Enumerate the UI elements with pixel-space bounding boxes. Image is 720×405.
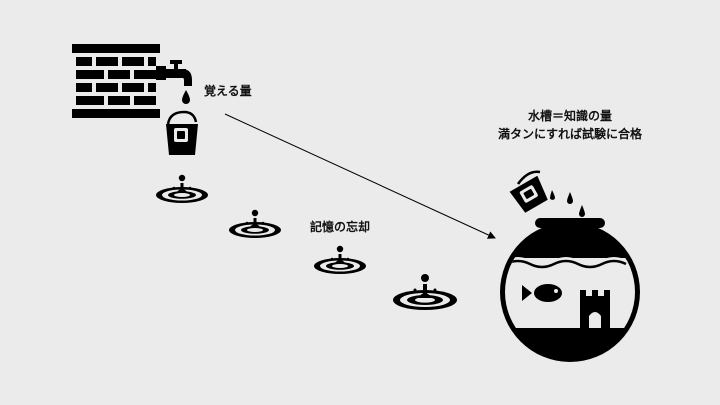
fishbowl-icon [500,218,640,362]
paint-bucket-icon [166,110,198,155]
forgetting-label: 記憶の忘却 [310,220,371,234]
water-splash-icon [156,174,208,203]
water-splash-icon [229,209,281,238]
fish-icon [522,284,562,302]
pouring-bucket-icon [509,170,585,217]
memorize-amount-label: 覚える量 [204,84,252,98]
brick-wall-icon [72,44,160,118]
faucet-icon [156,60,192,86]
arrow-icon [224,113,496,239]
water-drop-icon [182,90,190,104]
water-splash-icon [314,245,366,274]
tank-label-line2: 満タンにすれば試験に合格 [497,127,643,141]
tank-label-line1: 水槽＝知識の量 [527,109,612,123]
castle-icon [580,290,610,328]
water-splash-icon [393,274,457,310]
